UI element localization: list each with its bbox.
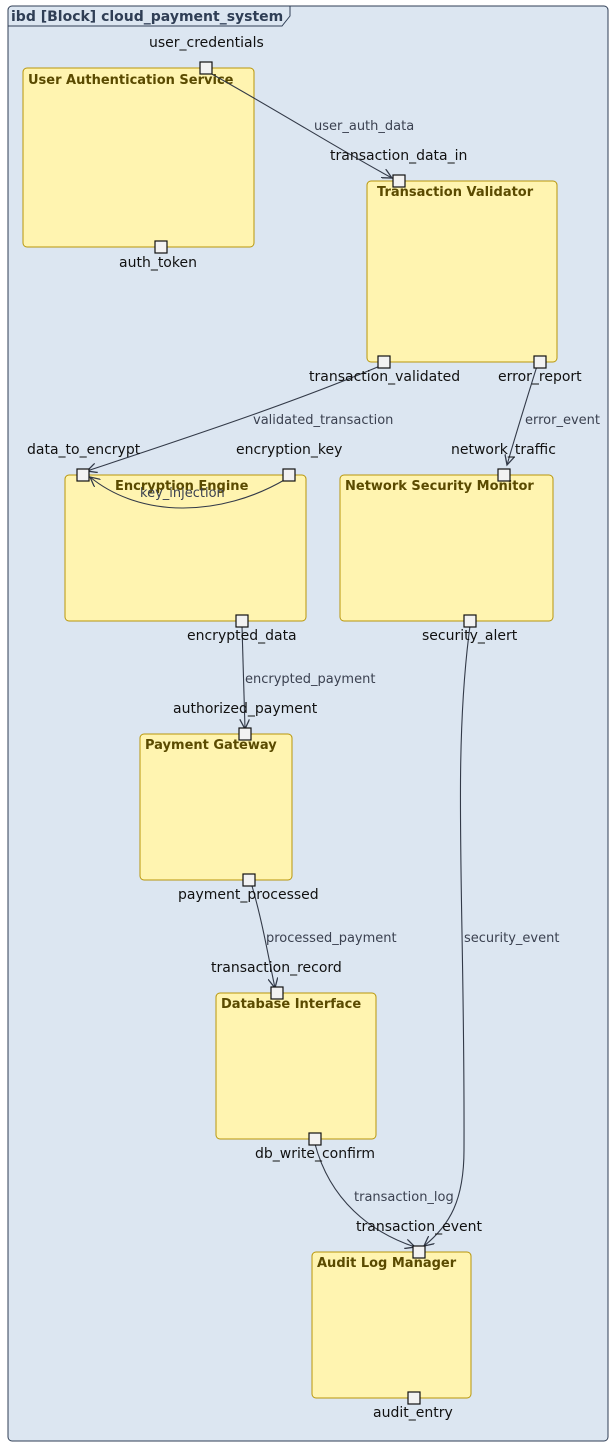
connector-error-event[interactable]	[507, 365, 538, 465]
port-label-db-write-confirm: db_write_confirm	[255, 1146, 375, 1162]
block-title: Network Security Monitor	[345, 479, 534, 494]
port-label-audit-entry: audit_entry	[373, 1405, 453, 1421]
port-audit-entry[interactable]	[407, 1391, 421, 1405]
flow-labels: user_auth_data validated_transaction err…	[140, 119, 600, 1205]
port-label-error-report: error_report	[498, 369, 582, 385]
port-auth-token[interactable]	[154, 240, 168, 254]
port-db-write-confirm[interactable]	[308, 1132, 322, 1146]
flow-label-validated-transaction: validated_transaction	[253, 413, 393, 428]
port-encryption-key[interactable]	[282, 468, 296, 482]
connector-user-auth-data[interactable]	[209, 72, 392, 178]
port-label-encryption-key: encryption_key	[236, 442, 342, 458]
port-payment-processed[interactable]	[242, 873, 256, 887]
block-title: Database Interface	[221, 997, 361, 1012]
connectors	[87, 72, 538, 1247]
block-title: User Authentication Service	[28, 73, 234, 88]
frame-title: ibd [Block] cloud_payment_system	[11, 9, 283, 25]
flow-label-processed-payment: processed_payment	[266, 931, 397, 946]
block-title: Payment Gateway	[145, 738, 277, 753]
block-transaction-validator[interactable]: Transaction Validator	[366, 180, 558, 363]
frame-title-tab	[8, 6, 291, 27]
port-label-transaction-record: transaction_record	[211, 960, 342, 976]
port-authorized-payment[interactable]	[238, 727, 252, 741]
connector-validated-transaction[interactable]	[87, 365, 381, 471]
port-label-transaction-event: transaction_event	[356, 1219, 482, 1235]
connector-security-event[interactable]	[424, 625, 471, 1246]
port-label-auth-token: auth_token	[119, 255, 197, 271]
connector-encrypted-payment[interactable]	[242, 625, 245, 729]
frame-background	[7, 5, 609, 1442]
port-error-report[interactable]	[533, 355, 547, 369]
port-label-data-to-encrypt: data_to_encrypt	[27, 442, 141, 458]
port-network-traffic[interactable]	[497, 468, 511, 482]
system-frame: ibd [Block] cloud_payment_system	[7, 5, 609, 1442]
port-data-to-encrypt[interactable]	[76, 468, 90, 482]
block-user-authentication-service[interactable]: User Authentication Service	[22, 67, 255, 248]
port-label-network-traffic: network_traffic	[451, 442, 556, 458]
block-network-security-monitor[interactable]: Network Security Monitor	[339, 474, 554, 622]
block-encryption-engine[interactable]: Encryption Engine	[64, 474, 307, 622]
port-label-encrypted-data: encrypted_data	[187, 628, 297, 644]
port-transaction-data-in[interactable]	[392, 174, 406, 188]
connector-transaction-log[interactable]	[314, 1143, 415, 1247]
port-security-alert[interactable]	[463, 614, 477, 628]
flow-label-transaction-log: transaction_log	[354, 1190, 454, 1205]
ports	[76, 61, 547, 1405]
port-label-authorized-payment: authorized_payment	[173, 701, 318, 717]
port-transaction-record[interactable]	[270, 986, 284, 1000]
port-label-transaction-validated: transaction_validated	[309, 369, 460, 385]
flow-label-user-auth-data: user_auth_data	[314, 119, 414, 134]
flow-label-security-event: security_event	[464, 931, 559, 946]
port-label-user-credentials: user_credentials	[149, 35, 264, 51]
port-label-security-alert: security_alert	[422, 628, 518, 644]
port-label-payment-processed: payment_processed	[178, 887, 319, 903]
block-database-interface[interactable]: Database Interface	[215, 992, 377, 1140]
flow-label-key-injection: key_injection	[140, 486, 225, 501]
block-payment-gateway[interactable]: Payment Gateway	[139, 733, 293, 881]
port-user-credentials[interactable]	[199, 61, 213, 75]
port-labels: user_credentials auth_token transaction_…	[27, 35, 582, 1421]
block-title: Audit Log Manager	[317, 1256, 457, 1271]
block-audit-log-manager[interactable]: Audit Log Manager	[311, 1251, 472, 1399]
connector-processed-payment[interactable]	[251, 885, 275, 988]
flow-label-encrypted-payment: encrypted_payment	[245, 672, 375, 687]
port-label-transaction-data-in: transaction_data_in	[330, 148, 467, 164]
block-title: Transaction Validator	[377, 185, 534, 200]
port-transaction-event[interactable]	[412, 1245, 426, 1259]
block-title: Encryption Engine	[115, 479, 249, 494]
connector-key-injection[interactable]	[90, 477, 287, 509]
flow-label-error-event: error_event	[525, 413, 600, 428]
port-encrypted-data[interactable]	[235, 614, 249, 628]
port-transaction-validated[interactable]	[377, 355, 391, 369]
